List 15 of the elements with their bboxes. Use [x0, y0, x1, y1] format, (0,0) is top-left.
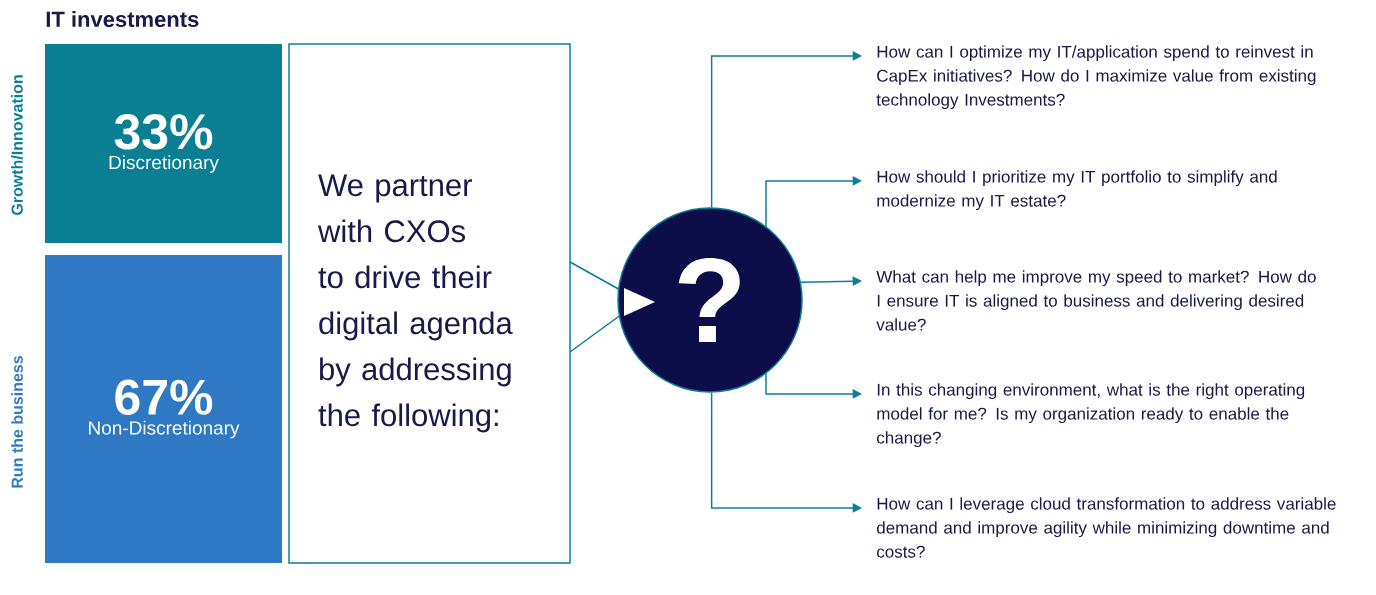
question-text: What can help me improve my speed to market? How do I ensure IT is aligned to business and delivering desired value?	[876, 270, 1316, 331]
title: IT investments	[46, 10, 199, 28]
speech-box: We partner with CXOs to drive their digital agenda by addressing the following:	[288, 43, 623, 564]
connector-arrow	[765, 176, 862, 228]
question-text: How should I prioritize my IT portfolio to simplify and modernize my IT estate?	[877, 170, 1277, 211]
side-label: Growth/Innovation	[11, 75, 23, 215]
question-text: In this changing environment, what is the right operating model for me? Is my organization ready to enable the change?	[877, 383, 1305, 448]
connector-arrow	[710, 392, 862, 513]
connector-arrow	[765, 372, 862, 399]
percentage-box: 67% Non-Discretionary	[45, 255, 282, 563]
connector-arrow	[710, 51, 862, 208]
percentage-box: 33% Discretionary	[45, 44, 282, 243]
question-text: How can I leverage cloud transformation to address variable demand and improve agility while minimizing downtime and costs?	[877, 497, 1336, 558]
question-text: How can I optimize my IT/application spend to reinvest in CapEx initiatives? How do I maximize value from existing technology Investments?	[876, 45, 1316, 110]
side-label: Run the business	[11, 356, 23, 488]
